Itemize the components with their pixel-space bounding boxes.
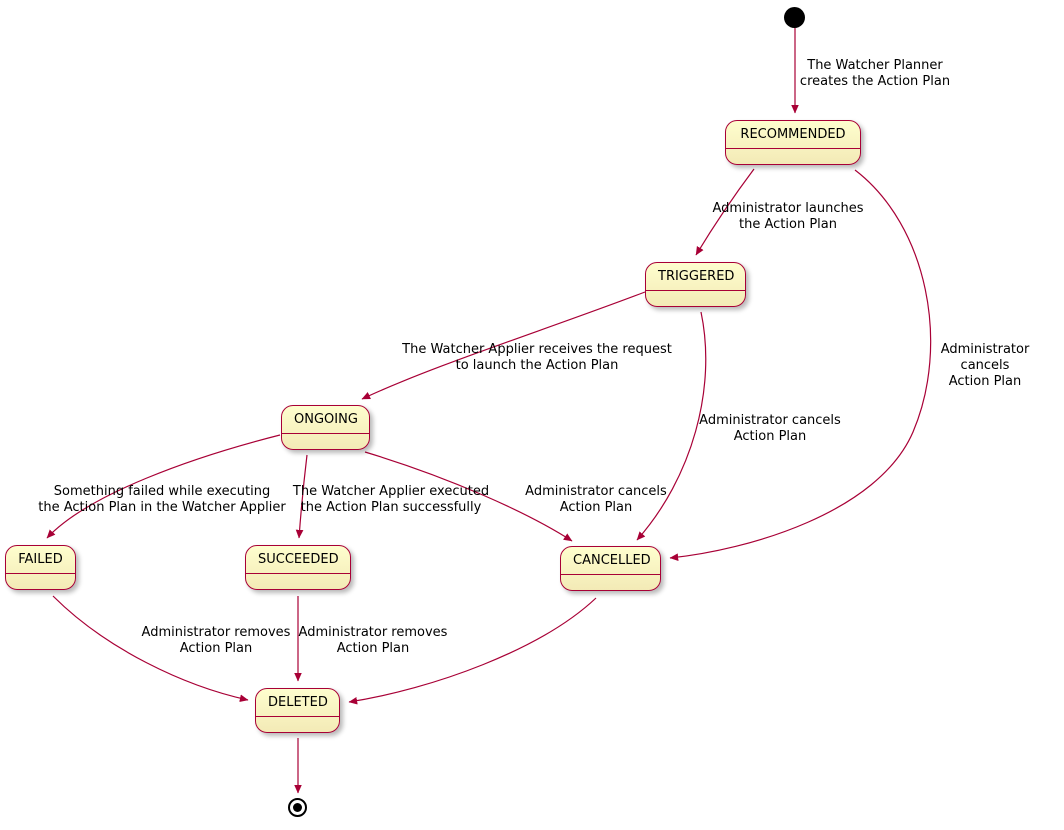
final-state-node <box>288 798 307 817</box>
state-succeeded-body <box>246 573 350 589</box>
label-triggered-to-ongoing: The Watcher Applier receives the request… <box>402 342 672 373</box>
label-ongoing-to-cancelled: Administrator cancels Action Plan <box>525 484 667 515</box>
edge-ongoing-to-succeeded <box>295 454 308 539</box>
edge-ongoing-to-cancelled <box>364 451 573 542</box>
state-ongoing-body <box>282 433 369 449</box>
state-deleted-body <box>256 716 339 732</box>
label-failed-to-deleted: Administrator removes Action Plan <box>141 625 291 656</box>
state-failed-label: FAILED <box>18 552 63 567</box>
edge-ongoing-to-failed <box>46 434 281 539</box>
state-triggered: TRIGGERED <box>645 262 746 307</box>
label-ongoing-to-succeeded: The Watcher Applier executed the Action … <box>292 484 490 515</box>
state-cancelled-label: CANCELLED <box>573 553 651 568</box>
state-triggered-label: TRIGGERED <box>658 269 735 284</box>
state-deleted: DELETED <box>255 688 340 733</box>
edge-failed-to-deleted <box>52 595 249 703</box>
state-succeeded-label: SUCCEEDED <box>258 552 339 567</box>
edge-recommended-to-triggered <box>695 168 755 256</box>
label-succeeded-to-deleted: Administrator removes Action Plan <box>298 625 448 656</box>
initial-state-node <box>784 7 805 28</box>
state-failed-body <box>6 573 75 589</box>
state-recommended-body <box>726 148 860 164</box>
state-cancelled-body <box>561 574 660 590</box>
state-cancelled: CANCELLED <box>560 546 661 591</box>
edge-cancelled-to-deleted <box>348 597 597 705</box>
state-recommended: RECOMMENDED <box>725 120 861 165</box>
state-ongoing: ONGOING <box>281 405 370 450</box>
label-recommended-to-triggered: Administrator launches the Action Plan <box>712 201 864 232</box>
label-initial-to-recommended: The Watcher Planner creates the Action P… <box>799 58 951 89</box>
edge-recommended-to-cancelled <box>669 169 932 561</box>
state-failed: FAILED <box>5 545 76 590</box>
state-triggered-body <box>646 290 745 306</box>
label-ongoing-to-failed: Something failed while executing the Act… <box>38 484 286 515</box>
edge-triggered-to-ongoing <box>361 291 646 400</box>
final-state-inner-dot <box>293 803 302 812</box>
state-recommended-label: RECOMMENDED <box>740 127 846 142</box>
state-deleted-label: DELETED <box>268 695 328 710</box>
label-triggered-to-cancelled: Administrator cancels Action Plan <box>699 413 841 444</box>
state-ongoing-label: ONGOING <box>294 412 358 427</box>
edge-triggered-to-cancelled <box>636 311 707 541</box>
state-succeeded: SUCCEEDED <box>245 545 351 590</box>
label-recommended-to-cancelled: Administrator cancels Action Plan <box>940 342 1030 389</box>
